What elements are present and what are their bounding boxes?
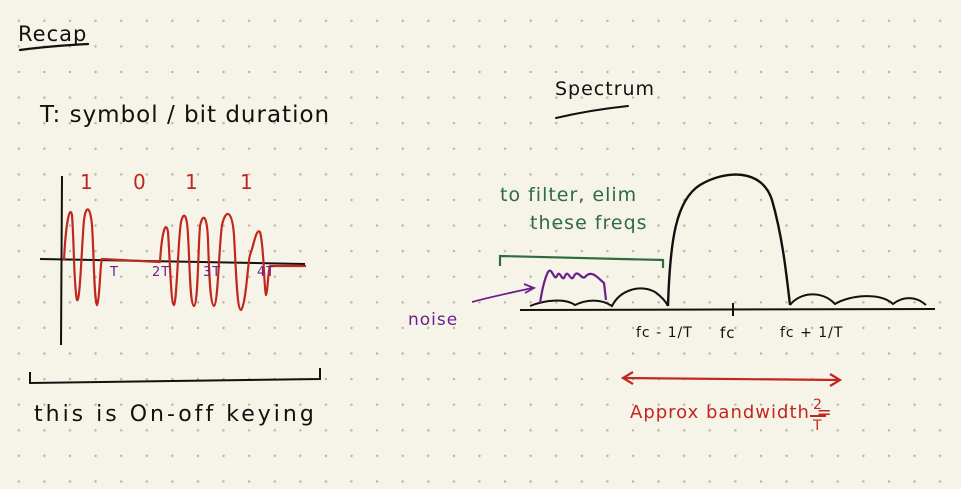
- time-tick-T: T: [110, 265, 119, 280]
- bandwidth-arrowhead-left: [620, 371, 634, 385]
- filter-note-line1: to filter, elim: [500, 184, 638, 206]
- ook-y-axis: [60, 175, 63, 346]
- bit-label-1: 1: [80, 170, 94, 194]
- spectrum-sidelobes-left: [529, 287, 669, 308]
- filter-bracket: [498, 254, 665, 268]
- time-tick-3T: 3T: [203, 265, 222, 280]
- noise-label: noise: [408, 310, 459, 330]
- time-tick-4T: 4T: [257, 265, 276, 280]
- time-tick-2T: 2T: [152, 265, 171, 280]
- freq-label-low: fc - 1/T: [636, 325, 693, 341]
- freq-label-high: fc + 1/T: [780, 325, 844, 341]
- bit-label-3: 1: [185, 170, 199, 194]
- bandwidth-denominator: T: [813, 418, 823, 434]
- ook-caption: this is On-off keying: [34, 402, 317, 427]
- bandwidth-arrowhead-right: [829, 373, 843, 387]
- bit-label-2: 0: [133, 170, 147, 194]
- spectrum-freq-axis: [519, 308, 936, 311]
- freq-label-center: fc: [720, 324, 736, 342]
- noise-arrow: [471, 287, 533, 303]
- spectrum-underline: [555, 105, 629, 119]
- ook-x-axis: [39, 258, 306, 265]
- spectrum-sidelobes-right: [789, 293, 927, 306]
- recap-underline: [18, 42, 90, 52]
- ook-bracket: [29, 368, 321, 385]
- noise-squiggle: [538, 269, 608, 304]
- spectrum-main-lobe: [666, 173, 792, 307]
- bandwidth-label: Approx bandwidth =: [630, 402, 833, 423]
- bandwidth-numerator: 2: [813, 397, 823, 413]
- filter-note-line2: these freqs: [530, 212, 648, 234]
- spectrum-title: Spectrum: [555, 78, 656, 100]
- ook-waveform: [62, 208, 306, 312]
- symbol-duration-definition: T: symbol / bit duration: [40, 102, 331, 128]
- bit-label-4: 1: [240, 170, 254, 194]
- bandwidth-arrow-line: [624, 376, 839, 382]
- noise-arrowhead: [523, 283, 537, 294]
- recap-title: Recap: [18, 22, 88, 46]
